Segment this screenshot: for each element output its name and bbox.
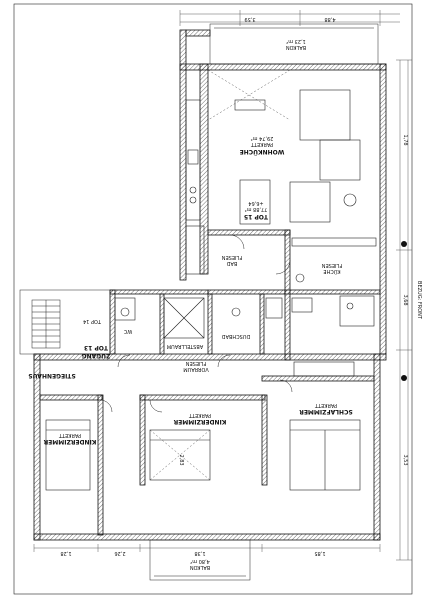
grid-marker-1 (401, 241, 407, 247)
living-furniture (207, 69, 361, 225)
header-note: BEZUG: FRONT (416, 281, 422, 320)
kueche-floor: FLIESEN (322, 262, 343, 268)
kinderzimmer-mid-floor: PARKETT (188, 412, 211, 418)
wohnkueche-label: WOHNKÜCHE PARKETT 29,74 m² (240, 135, 285, 155)
dim-d7: 2,26 (114, 550, 125, 556)
schlafzimmer-label: SCHLAFZIMMER PARKETT (299, 402, 353, 415)
kinderzimmer-left-name: KINDERZIMMER (43, 438, 96, 445)
zugang-label: ZUGANG (82, 352, 111, 359)
bad-top-name: BAD (227, 260, 238, 266)
balkon-bottom-area: 4,80 m² (190, 558, 210, 564)
vorraum-label: VORRAUM FLIESEN (183, 360, 208, 372)
wohnkueche-name: WOHNKÜCHE (240, 148, 285, 155)
grid-marker-2 (401, 375, 407, 381)
stairwell (19, 289, 111, 355)
stiegenhaus-label: STIEGENHAUS (28, 372, 75, 379)
door-swings (99, 234, 293, 413)
balkon-bottom-label: BALKON 4,80 m² (190, 558, 211, 570)
abstellraum-label: ABSTELLRAUM (167, 343, 203, 349)
dim-d6: 1,28 (60, 550, 71, 556)
right-dimension-chain (396, 59, 412, 561)
kueche-name: KÜCHE (323, 268, 340, 275)
sheet-border (13, 3, 413, 595)
interior-walls (39, 229, 381, 536)
dim-d9: 1,85 (314, 550, 325, 556)
exterior-walls (33, 29, 387, 541)
balkon-top-name: BALKON (286, 44, 307, 50)
dim-d2: 4,88 (324, 16, 335, 22)
wc-label: WC (123, 328, 132, 334)
sanitary-fixtures (114, 297, 283, 339)
kinderzimmer-mid-label: KINDERZIMMER PARKETT (173, 412, 226, 425)
kitchen-counter (185, 99, 201, 221)
bathtub-lower (293, 361, 355, 377)
dim-d3: 1,78 (402, 134, 408, 145)
dim-d8: 1,38 (194, 550, 205, 556)
top15-area: 77,88 m² (245, 206, 268, 212)
dim-d1: 3,59 (244, 16, 255, 22)
kinderzimmer-left-floor: PARKETT (58, 432, 81, 438)
bedroom-furniture (45, 419, 361, 491)
schlafzimmer-name: SCHLAFZIMMER (299, 408, 353, 415)
dim-d4: 3,68 (402, 294, 408, 305)
balkon-top-label: BALKON 1,23 m² (286, 38, 307, 50)
top13-title: TOP 13 (84, 344, 108, 351)
kinderzimmer-left-label: KINDERZIMMER PARKETT (43, 432, 96, 445)
wohnkueche-floor: PARKETT (250, 141, 273, 147)
balkon-top-area: 1,23 m² (286, 38, 306, 44)
schlafzimmer-floor: PARKETT (314, 402, 337, 408)
top13-label: ZUGANG TOP 13 (82, 344, 111, 359)
balcony-bottom (149, 539, 251, 581)
kinderzimmer-mid-name: KINDERZIMMER (173, 418, 226, 425)
top-dimension-chain (179, 10, 400, 26)
vorraum-name: VORRAUM (183, 366, 208, 372)
vorraum-floor: FLIESEN (186, 360, 207, 366)
dim-d5: 3,53 (402, 454, 408, 465)
bathtub-top (185, 225, 205, 275)
dim-d10: 2,83 (178, 454, 184, 465)
top15-height: +6,64 (248, 200, 263, 206)
duschbad-label: DUSCHBAD (222, 333, 251, 339)
balkon-bottom-name: BALKON (190, 564, 211, 570)
bottom-dimension-chain (33, 544, 381, 552)
bad-top-label: BAD FLIESEN (222, 254, 243, 266)
top14-label: TOP 14 (83, 318, 102, 324)
kueche-label: KÜCHE FLIESEN (322, 262, 343, 275)
kitchen-right-fixtures (291, 237, 377, 327)
top15-label: TOP 15 77,88 m² +6,64 (244, 200, 268, 220)
bad-top-floor: FLIESEN (222, 254, 243, 260)
top15-title: TOP 15 (244, 213, 268, 220)
wohnkueche-area: 29,74 m² (251, 135, 274, 141)
